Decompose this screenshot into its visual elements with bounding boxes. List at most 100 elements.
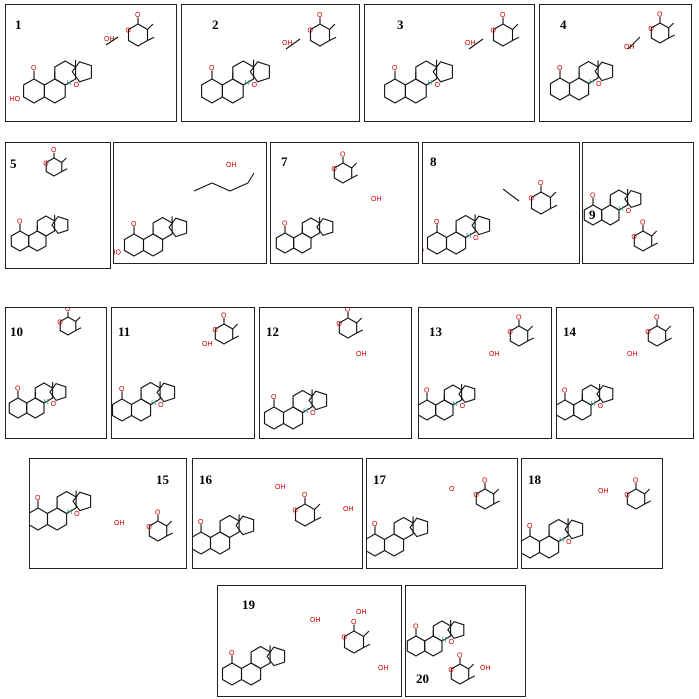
oxygen-label: O	[482, 478, 488, 485]
epoxide-oxygen: O	[473, 235, 479, 242]
lactone-ring	[294, 503, 316, 527]
oxygen-label: O	[155, 510, 161, 517]
structure-drawing: OOOOHHO	[6, 308, 82, 419]
ring-a	[201, 78, 223, 104]
ring-d	[49, 382, 67, 402]
ring-d	[308, 390, 328, 411]
oxygen-label: O	[633, 478, 639, 485]
compound-panel-17: 17 OHOOOO	[366, 458, 518, 569]
ring-d	[51, 215, 69, 235]
lactone-ring	[650, 22, 670, 44]
hydroxyl-label: OH	[282, 40, 293, 47]
hydroxyl-label: OH	[465, 40, 476, 47]
ring-a	[123, 233, 145, 257]
hydroxyl-label: HO	[114, 250, 122, 257]
hydroxyl-label: OH	[378, 665, 389, 672]
ring-oxygen: O	[43, 161, 49, 168]
methyl-bond	[493, 500, 500, 505]
epoxide-oxygen: O	[51, 401, 57, 408]
bond	[105, 36, 119, 46]
bond	[502, 188, 520, 202]
ring-d	[235, 515, 255, 536]
epoxide-oxygen: O	[74, 511, 80, 518]
ring-oxygen: O	[490, 28, 496, 35]
ring-oxygen: O	[331, 166, 337, 173]
oxygen-label: O	[457, 653, 463, 660]
compound-label: 5	[10, 156, 17, 171]
ring-d	[156, 382, 176, 403]
lactone-ring	[633, 230, 653, 252]
hydrogen-label: H	[559, 537, 564, 544]
hydroxyl-label: OH	[104, 36, 115, 43]
hydrogen-label: H	[303, 408, 308, 415]
methyl-bond	[651, 242, 658, 247]
epoxide-oxygen: O	[310, 410, 316, 417]
oxygen-label: O	[198, 519, 204, 526]
bond	[468, 38, 484, 50]
oxygen-label: O	[135, 12, 141, 19]
structure-drawing: OOO	[10, 147, 69, 252]
hydroxyl-label: OH	[356, 351, 367, 358]
compound-label: 15	[156, 472, 169, 487]
methyl-bond	[351, 162, 358, 169]
compound-label: 12	[266, 324, 279, 339]
oxygen-label: O	[209, 65, 215, 72]
epoxide-oxygen: O	[566, 539, 572, 546]
bond	[193, 182, 213, 192]
methyl-bond	[527, 325, 534, 332]
hydroxyl-label: OH	[627, 351, 638, 358]
compound-label: 13	[429, 324, 442, 339]
ring-a	[275, 232, 295, 254]
methyl-bond	[644, 488, 651, 495]
methyl-bond	[329, 23, 336, 30]
oxygen-label: O	[654, 315, 660, 322]
epoxide-oxygen: O	[596, 81, 602, 88]
lactone-ring	[530, 191, 552, 215]
bond	[285, 38, 301, 50]
ring-oxygen: O	[146, 524, 152, 531]
methyl-bond	[665, 337, 672, 342]
hydrogen-label: H	[44, 399, 49, 406]
methyl-bond	[527, 337, 534, 342]
hydroxyl-label: OH	[480, 665, 491, 672]
hydrogen-label: H	[591, 401, 596, 408]
compound-label: 20	[416, 671, 429, 686]
ring-c	[415, 60, 438, 86]
structure-drawing: OOHHOOO	[423, 180, 558, 255]
ring-oxygen: O	[341, 635, 347, 642]
oxygen-label: O	[413, 624, 419, 631]
oxygen-label: O	[562, 388, 568, 395]
methyl-bond	[550, 204, 558, 209]
compound-label: 8	[430, 154, 437, 169]
oxygen-label: O	[424, 388, 430, 395]
methyl-bond	[665, 325, 672, 332]
ring-d	[409, 517, 429, 538]
methyl-bond	[651, 230, 658, 237]
hydroxyl-label: OH	[202, 341, 213, 348]
hydrogen-label: H	[428, 80, 433, 87]
ring-d	[564, 519, 584, 540]
ring-a	[8, 397, 28, 419]
epoxide-oxygen: O	[460, 403, 466, 410]
ring-d	[266, 646, 286, 667]
methyl-bond	[468, 663, 475, 670]
methyl-bond	[166, 520, 173, 527]
methyl-bond	[363, 643, 371, 648]
ring-oxygen: O	[307, 28, 313, 35]
ring-d	[249, 61, 270, 83]
methyl-bond	[147, 36, 155, 41]
hydrogen-label: H	[67, 80, 72, 87]
methyl-bond	[61, 157, 67, 163]
oxygen-label: O	[590, 193, 596, 200]
